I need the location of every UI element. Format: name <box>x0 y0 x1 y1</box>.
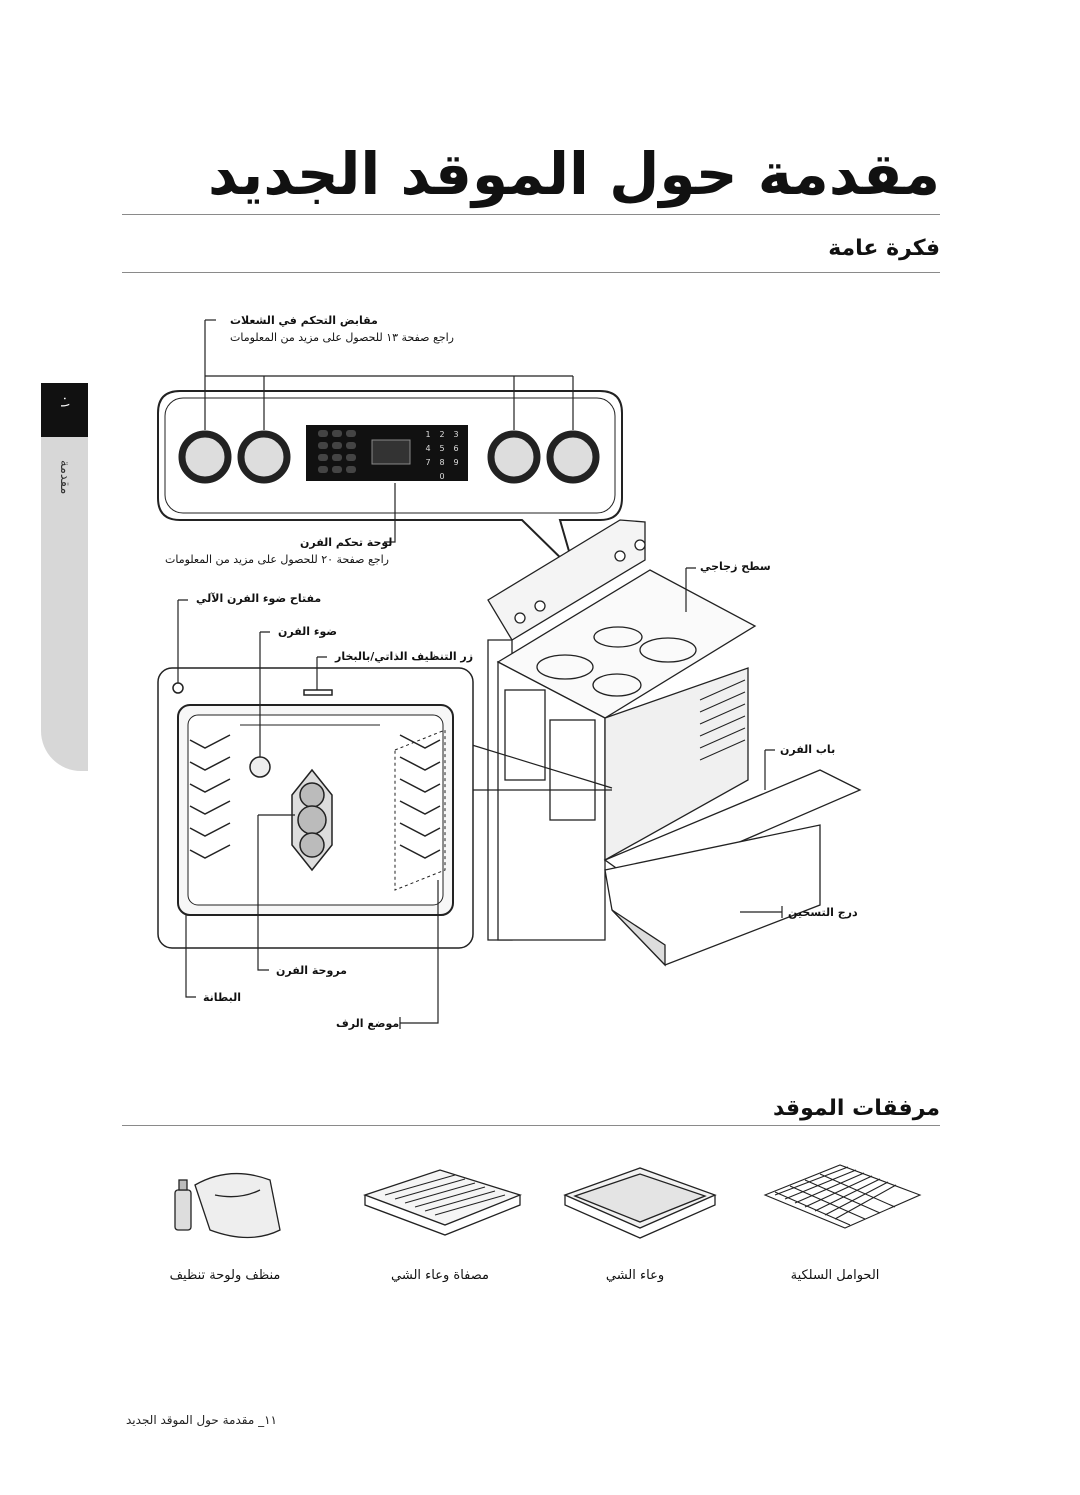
accessories-heading: مرفقات الموقد <box>772 1096 940 1121</box>
side-tab-number-box <box>41 383 88 437</box>
keypad-key: 5 <box>439 444 444 453</box>
keypad-key: 9 <box>453 458 458 467</box>
interior-zoom-lines <box>471 744 613 791</box>
overview-heading: فكرة عامة <box>828 236 940 261</box>
panel-ref: راجع صفحة ٢٠ للحصول على مزيد من المعلوما… <box>165 553 389 566</box>
accessories-divider <box>122 1125 940 1126</box>
title-divider <box>122 214 940 215</box>
keypad-key: 6 <box>453 444 458 453</box>
knob-right-2 <box>546 430 600 484</box>
self-clean-label: زر التنظيف الذاتي/بالبخار <box>335 650 474 663</box>
wire-rack-icon <box>763 1164 922 1229</box>
keypad-key: 8 <box>439 458 444 467</box>
accessory-label-broiler-pan: وعاء الشي <box>605 1268 665 1283</box>
panel-label: لوحة تحكم الفرن <box>300 536 393 549</box>
broiler-pan-icon <box>563 1167 717 1239</box>
keypad-key: 4 <box>425 444 430 453</box>
keypad-key: 3 <box>453 430 458 439</box>
cooktop-label: سطح زجاجي <box>700 560 771 573</box>
oven-light-label: ضوء الفرن <box>278 625 338 638</box>
broiler-insert-icon <box>363 1169 522 1236</box>
page-title: مقدمة حول الموقد الجديد <box>208 140 940 208</box>
accessories-illustrations <box>174 1164 922 1239</box>
keypad-key: 2 <box>439 430 444 439</box>
cleaner-bottle-cloth-icon <box>174 1172 281 1239</box>
drawer-label: درج التسخين <box>788 906 858 919</box>
accessory-label-wire-rack: الحوامل السلكية <box>790 1268 880 1283</box>
rack-position-label: موضع الرف <box>336 1017 400 1030</box>
knob-left-1 <box>178 430 232 484</box>
knob-callout-lines <box>204 319 574 543</box>
range-illustration <box>487 519 862 967</box>
accessory-label-cleaner: منظف ولوحة تنظيف <box>169 1268 281 1283</box>
knob-left-2 <box>237 430 291 484</box>
interior-callout-lines <box>177 567 783 1029</box>
knobs-ref: راجع صفحة ١٣ للحصول على مزيد من المعلوما… <box>230 331 454 344</box>
knob-right-1 <box>487 430 541 484</box>
light-switch-label: مفتاح ضوء الفرن الآلي <box>196 592 322 605</box>
fan-label: مروحة الفرن <box>276 964 347 977</box>
side-tab-number: ٠١ <box>57 395 72 409</box>
accessory-label-broiler-insert: مصفاة وعاء الشي <box>391 1268 489 1283</box>
oven-interior-zoom <box>157 667 474 949</box>
keypad-key: 0 <box>439 472 444 481</box>
overview-divider <box>122 272 940 273</box>
knobs-label: مقابض التحكم في الشعلات <box>230 314 378 327</box>
keypad-key: 1 <box>425 430 430 439</box>
side-tab <box>41 383 88 771</box>
side-tab-label: مقدمة <box>57 460 72 495</box>
door-label: باب الفرن <box>780 743 836 756</box>
gasket-label: البطانة <box>203 991 242 1004</box>
page-footer: ١١_ مقدمة حول الموقد الجديد <box>126 1413 277 1427</box>
keypad-key: 7 <box>425 458 430 467</box>
